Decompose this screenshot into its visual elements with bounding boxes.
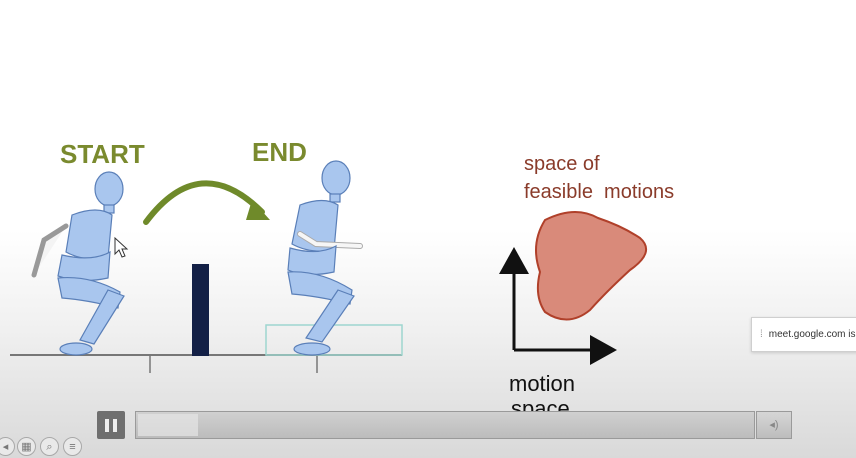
feasible-label-line2: feasible motions <box>524 181 674 203</box>
obstacle-bar <box>192 264 209 356</box>
jump-arrow <box>143 180 270 225</box>
axes-arrows <box>499 247 617 365</box>
screen-share-notification[interactable]: ⁞ meet.google.com is s <box>751 317 856 352</box>
mouse-cursor-icon <box>114 236 129 258</box>
robot-end-figure <box>287 160 363 356</box>
end-label: END <box>252 137 307 167</box>
presentation-controls: ◂ ▦ ⌕ ≡ <box>0 437 110 458</box>
robot-start-figure <box>31 171 125 356</box>
motion-space-line1: motion <box>509 371 575 396</box>
pause-button[interactable] <box>97 411 125 439</box>
video-player-bar: ◂) <box>97 409 793 441</box>
ground-line <box>10 354 402 373</box>
zoom-icon[interactable]: ⌕ <box>40 437 59 456</box>
menu-icon[interactable]: ≡ <box>63 437 82 456</box>
start-label: START <box>60 139 145 169</box>
landing-platform <box>265 324 403 356</box>
feasible-label-line1: space of <box>524 153 600 175</box>
share-notification-text: meet.google.com is s <box>768 329 856 340</box>
volume-button[interactable]: ◂) <box>756 411 792 439</box>
previous-icon[interactable]: ◂ <box>0 437 15 456</box>
pause-icon <box>105 418 109 432</box>
seek-progress <box>138 414 198 436</box>
seek-bar[interactable] <box>135 411 755 439</box>
grid-icon[interactable]: ▦ <box>17 437 36 456</box>
feasible-region-blob <box>535 211 648 321</box>
volume-icon: ◂) <box>769 419 779 431</box>
drag-handle-icon[interactable]: ⁞ <box>760 329 763 340</box>
